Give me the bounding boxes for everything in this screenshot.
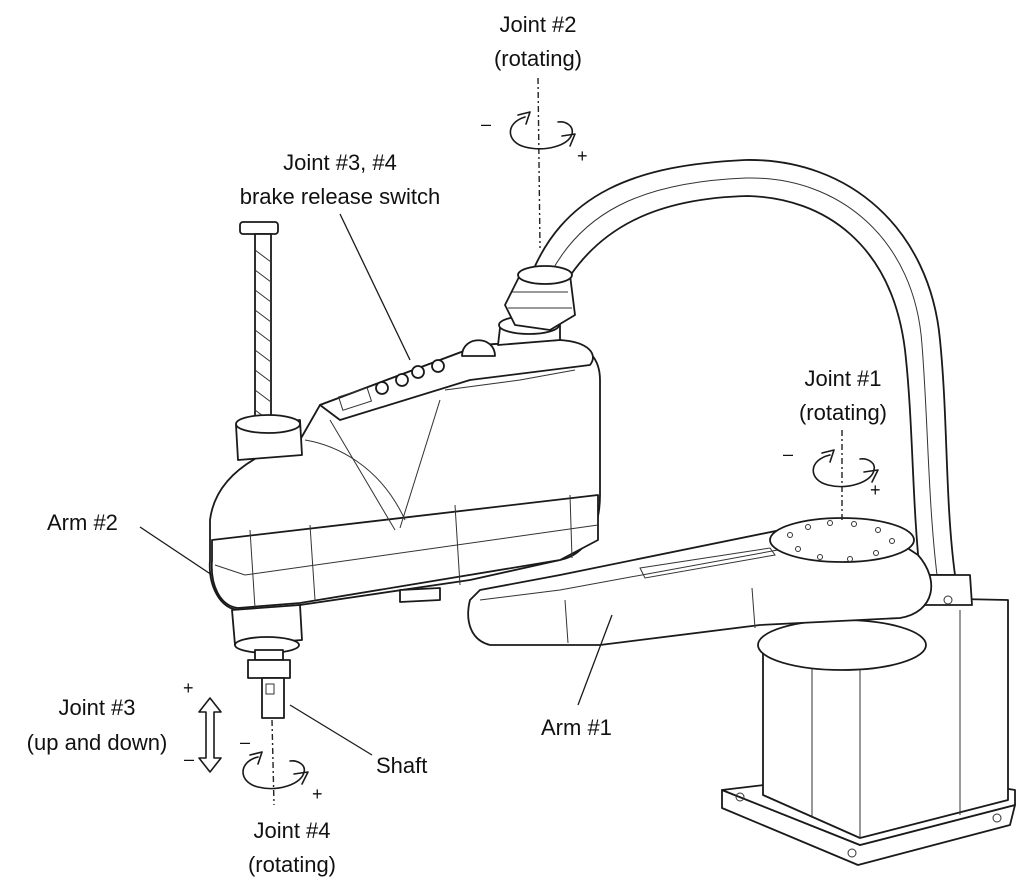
label-brake-release-switch: Joint #3, #4 brake release switch	[240, 150, 441, 209]
joint2-rotation-arrow	[509, 111, 576, 150]
joint4-title: Joint #4	[253, 818, 330, 843]
joint3-subtitle: (up and down)	[27, 730, 168, 755]
joint4-rotation-arrow	[242, 751, 309, 790]
joint4-axis-line	[271, 719, 275, 806]
joint1-title: Joint #1	[804, 366, 881, 391]
joint2-axis-line	[537, 77, 541, 249]
brake-switch-title: Joint #3, #4	[283, 150, 397, 175]
joint3-minus-sign: –	[184, 749, 194, 769]
robot-illustration	[208, 159, 1016, 866]
joint2-title: Joint #2	[499, 12, 576, 37]
duct-connector	[504, 265, 576, 331]
joint4-subtitle: (rotating)	[248, 852, 336, 877]
label-joint1: Joint #1 (rotating)	[799, 366, 887, 425]
joint1-rotation-arrow	[812, 449, 879, 488]
label-joint3: Joint #3 (up and down)	[27, 695, 168, 755]
joint1-plus-sign: +	[870, 480, 881, 500]
arm-2	[208, 315, 601, 611]
joint1-subtitle: (rotating)	[799, 400, 887, 425]
joint2-subtitle: (rotating)	[494, 46, 582, 71]
leader-brake-switch	[339, 213, 411, 361]
arm1-bolt-ring	[787, 520, 895, 562]
leader-lines	[139, 213, 613, 756]
joint3-title: Joint #3	[58, 695, 135, 720]
spring-shaft-column	[235, 221, 303, 461]
axis-lines	[271, 77, 843, 806]
label-joint4: Joint #4 (rotating)	[248, 818, 336, 877]
joint2-minus-sign: –	[481, 114, 491, 134]
arm-1	[467, 517, 933, 646]
leader-arm1	[577, 614, 613, 706]
direction-signs: – + – + + – – +	[183, 114, 881, 804]
leader-arm2	[139, 526, 213, 576]
label-arm2: Arm #2	[47, 510, 118, 535]
joint3-plus-sign: +	[183, 678, 194, 698]
joint3-updown-arrow	[198, 697, 222, 773]
leader-shaft	[289, 704, 373, 756]
robot-base	[721, 574, 1016, 866]
joint1-minus-sign: –	[783, 444, 793, 464]
label-joint2: Joint #2 (rotating)	[494, 12, 582, 71]
label-shaft: Shaft	[376, 753, 427, 778]
label-arm1: Arm #1	[541, 715, 612, 740]
joint4-plus-sign: +	[312, 784, 323, 804]
joint2-plus-sign: +	[577, 146, 588, 166]
brake-switch-subtitle: brake release switch	[240, 184, 441, 209]
lower-shaft-assembly	[231, 587, 441, 719]
joint4-minus-sign: –	[240, 732, 250, 752]
